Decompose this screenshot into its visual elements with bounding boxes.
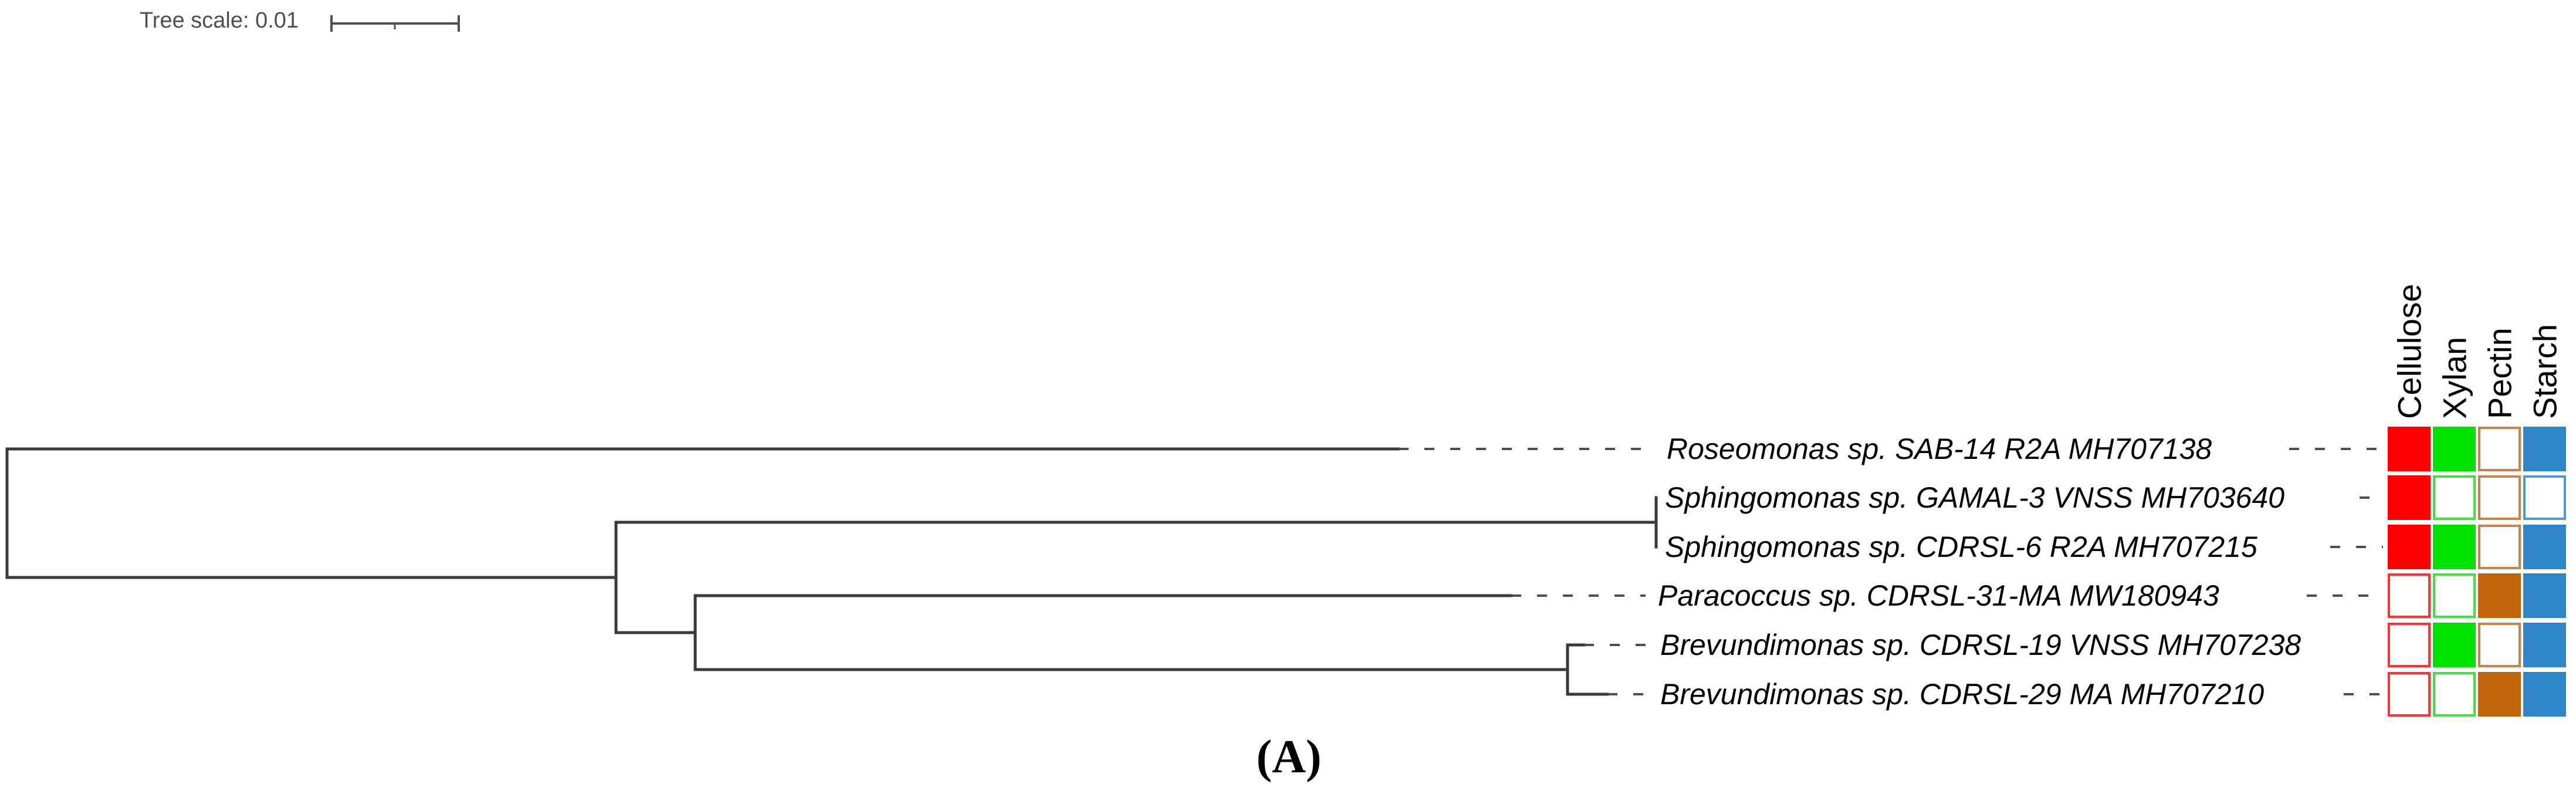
- matrix-cell-starch: [2523, 475, 2566, 520]
- matrix-cell-cellulose: [2388, 573, 2431, 618]
- matrix-cell-starch: [2523, 623, 2566, 667]
- column-header-starch: Starch: [2527, 324, 2564, 419]
- matrix-cell-cellulose: [2388, 672, 2431, 717]
- column-header-pectin: Pectin: [2482, 327, 2519, 419]
- matrix-cell-cellulose: [2388, 623, 2431, 667]
- substrate-matrix: [2388, 427, 2566, 717]
- taxon-label: Paracoccus sp. CDRSL-31-MA MW180943: [1658, 579, 2219, 612]
- matrix-cell-starch: [2523, 573, 2566, 618]
- tree-leader-dashes: [1399, 448, 2383, 695]
- matrix-cell-starch: [2523, 427, 2566, 471]
- matrix-cell-pectin: [2478, 573, 2521, 618]
- matrix-cell-xylan: [2433, 623, 2476, 667]
- matrix-cell-pectin: [2478, 427, 2521, 471]
- matrix-cell-xylan: [2433, 427, 2476, 471]
- tree-scale-label: Tree scale: 0.01: [140, 8, 299, 33]
- matrix-cell-pectin: [2478, 672, 2521, 717]
- matrix-cell-xylan: [2433, 525, 2476, 569]
- matrix-cell-starch: [2523, 525, 2566, 569]
- matrix-cell-cellulose: [2388, 525, 2431, 569]
- matrix-cell-xylan: [2433, 475, 2476, 520]
- matrix-cell-pectin: [2478, 525, 2521, 569]
- taxon-label: Roseomonas sp. SAB-14 R2A MH707138: [1667, 433, 2212, 465]
- column-header-cellulose: Cellulose: [2391, 284, 2428, 419]
- matrix-cell-xylan: [2433, 573, 2476, 618]
- tree-branches: [5, 447, 1658, 696]
- figure-caption: (A): [1256, 731, 1321, 783]
- column-header-xylan: Xylan: [2436, 337, 2473, 419]
- matrix-cell-xylan: [2433, 672, 2476, 717]
- taxon-label: Sphingomonas sp. GAMAL-3 VNSS MH703640: [1665, 481, 2284, 514]
- matrix-cell-pectin: [2478, 475, 2521, 520]
- matrix-cell-cellulose: [2388, 475, 2431, 520]
- taxa-labels: Roseomonas sp. SAB-14 R2A MH707138Sphing…: [1658, 433, 2301, 711]
- tree-scale-bar: [330, 15, 460, 32]
- taxon-label: Brevundimonas sp. CDRSL-19 VNSS MH707238: [1660, 629, 2301, 661]
- taxon-label: Sphingomonas sp. CDRSL-6 R2A MH707215: [1665, 531, 2257, 563]
- taxon-label: Brevundimonas sp. CDRSL-29 MA MH707210: [1660, 678, 2264, 711]
- matrix-cell-starch: [2523, 672, 2566, 717]
- matrix-cell-cellulose: [2388, 427, 2431, 471]
- tree-scale: Tree scale: 0.01: [140, 8, 460, 33]
- matrix-cell-pectin: [2478, 623, 2521, 667]
